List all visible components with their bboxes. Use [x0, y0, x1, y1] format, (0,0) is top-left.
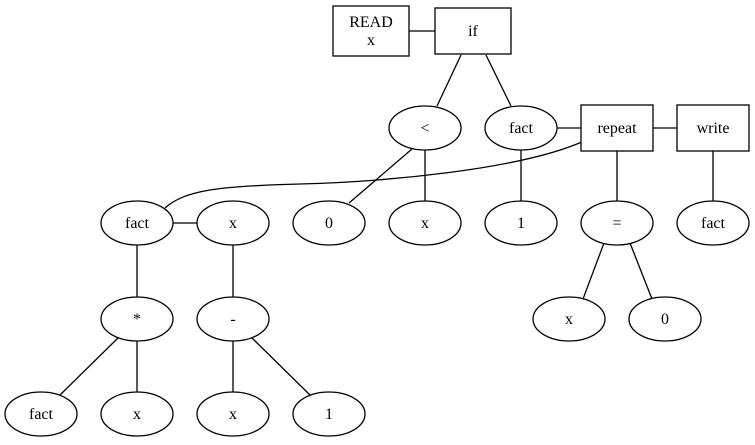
- node-label: fact: [29, 406, 54, 423]
- node-x3: x: [100, 391, 174, 437]
- node-label: 1: [325, 406, 333, 423]
- node-box: [676, 104, 750, 152]
- node-ellipse: [388, 105, 462, 151]
- node-ellipse: [580, 200, 654, 246]
- edge-eq-to-x5: [582, 242, 605, 300]
- node-label: fact: [701, 215, 726, 232]
- node-ellipse: [292, 391, 366, 437]
- node-label: -: [230, 311, 235, 328]
- node-label: 1: [517, 215, 525, 232]
- node-label: 0: [661, 311, 669, 328]
- node-ellipse: [100, 296, 174, 342]
- node-box: [580, 104, 654, 152]
- node-label: x: [565, 311, 573, 328]
- node-zero2: 0: [628, 296, 702, 342]
- node-if: if: [434, 7, 512, 55]
- node-fact3: fact: [4, 391, 78, 437]
- node-ellipse: [676, 200, 750, 246]
- edge-minus-to-one2: [251, 337, 311, 396]
- node-label: =: [612, 215, 621, 232]
- node-ellipse: [196, 391, 270, 437]
- node-one2: 1: [292, 391, 366, 437]
- node-label: fact: [125, 215, 150, 232]
- node-minus: -: [196, 296, 270, 342]
- node-x5: x: [532, 296, 606, 342]
- node-fact4: fact: [676, 200, 750, 246]
- node-ellipse: [628, 296, 702, 342]
- node-box: [332, 5, 410, 57]
- edge-mul-to-fact3: [59, 337, 119, 396]
- edge-if-to-lt: [436, 54, 462, 107]
- node-write: write: [676, 104, 750, 152]
- node-ellipse: [484, 200, 558, 246]
- node-label: *: [133, 311, 141, 328]
- node-ellipse: [100, 200, 174, 246]
- node-label: if: [468, 23, 478, 40]
- node-ellipse: [292, 200, 366, 246]
- node-x2: x: [196, 200, 270, 246]
- node-fact1: fact: [484, 105, 558, 151]
- edge-lt-to-zero1: [348, 148, 413, 204]
- node-x1: x: [388, 200, 462, 246]
- tree-edges: [59, 30, 714, 396]
- node-ellipse: [388, 200, 462, 246]
- node-label: x: [421, 215, 429, 232]
- node-label: repeat: [597, 120, 637, 137]
- node-label: x: [229, 215, 237, 232]
- node-label: x: [367, 32, 375, 49]
- edge-if-to-fact1: [485, 54, 512, 107]
- node-ellipse: [196, 296, 270, 342]
- node-ellipse: [4, 391, 78, 437]
- node-ellipse: [484, 105, 558, 151]
- node-label: write: [697, 120, 730, 137]
- node-eq: =: [580, 200, 654, 246]
- node-label: <: [420, 120, 429, 137]
- node-ellipse: [100, 391, 174, 437]
- node-label: fact: [509, 120, 534, 137]
- node-fact2: fact: [100, 200, 174, 246]
- edge-eq-to-zero2: [629, 242, 653, 300]
- node-lt: <: [388, 105, 462, 151]
- node-label: READ: [349, 14, 393, 31]
- node-label: 0: [325, 215, 333, 232]
- node-ellipse: [532, 296, 606, 342]
- node-ellipse: [196, 200, 270, 246]
- node-label: x: [229, 406, 237, 423]
- node-repeat: repeat: [580, 104, 654, 152]
- node-x4: x: [196, 391, 270, 437]
- node-mul: *: [100, 296, 174, 342]
- node-label: x: [133, 406, 141, 423]
- node-zero1: 0: [292, 200, 366, 246]
- node-one1: 1: [484, 200, 558, 246]
- node-box: [434, 7, 512, 55]
- edge-repeat-to-fact2: [164, 140, 585, 209]
